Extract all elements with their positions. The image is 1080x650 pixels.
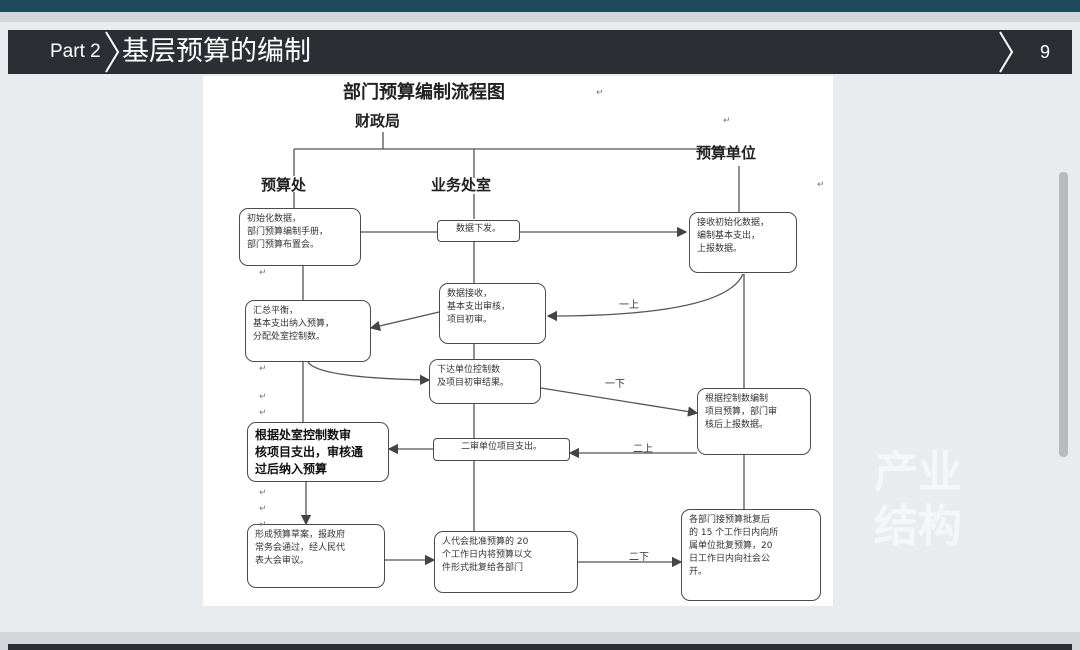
node-line: 编制基本支出， <box>697 231 761 241</box>
watermark-text: 产业 结构 <box>874 446 962 554</box>
node-line: 开。 <box>689 567 708 577</box>
node-line: 核项目支出，审核通 <box>255 445 364 459</box>
budget-unit-label: 预算单位 <box>696 144 757 162</box>
node-line: 个工作日内将预算以文 <box>442 550 533 560</box>
node-line: 形成预算草案，报政府 <box>255 530 346 540</box>
node-line: 件形式批复给各部门 <box>442 563 524 573</box>
node-line: 分配处室控制数。 <box>253 332 326 342</box>
node-line: 汇总平衡， <box>253 306 299 316</box>
review-project-node: 根据处室控制数审 核项目支出，审核通 过后纳入预算 <box>247 422 389 482</box>
node-line: 日工作日内向社会公 <box>689 554 771 564</box>
watermark-line: 结构 <box>874 501 962 552</box>
paragraph-mark-icon: ↵ <box>723 116 731 126</box>
business-office-label: 业务处室 <box>431 176 492 194</box>
next-slide-banner-edge <box>8 644 1072 650</box>
edge-label-first-up: 一上 <box>619 300 639 311</box>
node-line: 属单位批复预算，20 <box>689 541 773 551</box>
watermark-line: 产业 <box>874 447 962 498</box>
page-number: 9 <box>1039 42 1050 62</box>
data-issue-node: 数据下发。 <box>437 220 520 242</box>
title-banner <box>8 30 1072 74</box>
paragraph-mark-icon: ↵ <box>817 180 825 190</box>
node-line: 核后上报数据。 <box>705 420 769 430</box>
page-chevron-icon <box>999 31 1014 73</box>
node-line: 项目初审。 <box>447 315 493 325</box>
node-line: 根据控制数编制 <box>705 394 769 404</box>
part-chevron-icon <box>105 31 120 73</box>
summary-node: 汇总平衡， 基本支出纳入预算， 分配处室控制数。 <box>245 300 371 362</box>
node-line: 及项目初审结果。 <box>437 378 510 388</box>
edge-label-second-down: 二下 <box>629 552 649 563</box>
node-line: 部门预算布置会。 <box>247 240 320 250</box>
paragraph-mark-icon: ↵ <box>259 488 267 498</box>
flowchart-image: 部门预算编制流程图 财政局 预算处 业务处室 预算单位 初始化数据， 部门预算编… <box>203 76 833 606</box>
paragraph-mark-icon: ↵ <box>259 504 267 514</box>
node-line: 人代会批准预算的 20 <box>442 537 529 547</box>
node-line: 二审单位项目支出。 <box>460 442 542 452</box>
node-line: 部门预算编制手册， <box>247 227 329 237</box>
paragraph-mark-icon: ↵ <box>259 268 267 278</box>
vertical-scrollbar[interactable] <box>1059 172 1068 457</box>
node-line: 上报数据。 <box>697 244 743 254</box>
dept-reply-node: 各部门接预算批复后 的 15 个工作日内向所 属单位批复预算，20 日工作日内向… <box>681 509 821 601</box>
node-line: 常务会通过，经人民代 <box>255 543 346 553</box>
node-line: 初始化数据， <box>247 214 302 224</box>
node-line: 各部门接预算批复后 <box>689 515 771 525</box>
node-line: 接收初始化数据， <box>697 218 770 228</box>
node-line: 的 15 个工作日内向所 <box>689 528 779 538</box>
flowchart-connectors <box>293 132 745 568</box>
part-label: Part 2 <box>50 41 101 62</box>
receive-init-node: 接收初始化数据， 编制基本支出， 上报数据。 <box>689 212 797 273</box>
paragraph-mark-icon: ↵ <box>259 408 267 418</box>
node-line: 项目预算，部门审 <box>705 407 778 417</box>
top-strip-light <box>0 12 1080 22</box>
node-line: 数据接收， <box>447 289 493 299</box>
issue-control-node: 下达单位控制数 及项目初审结果。 <box>429 359 541 404</box>
node-line: 根据处室控制数审 <box>255 428 352 442</box>
data-receive-node: 数据接收， 基本支出审核， 项目初审。 <box>439 283 546 344</box>
paragraph-mark-icon: ↵ <box>259 392 267 402</box>
edge-label-first-down: 一下 <box>605 379 625 390</box>
node-line: 过后纳入预算 <box>255 462 328 476</box>
node-line: 数据下发。 <box>455 224 501 234</box>
node-line: 基本支出审核， <box>447 302 511 312</box>
second-review-node: 二审单位项目支出。 <box>433 438 570 461</box>
top-strip <box>0 0 1080 12</box>
paragraph-mark-icon: ↵ <box>259 520 267 530</box>
node-line: 基本支出纳入预算， <box>253 319 335 329</box>
init-node: 初始化数据， 部门预算编制手册， 部门预算布置会。 <box>239 208 361 266</box>
edge-label-second-up: 二上 <box>633 444 653 455</box>
paragraph-mark-icon: ↵ <box>259 364 267 374</box>
root-label: 财政局 <box>355 112 401 130</box>
paragraph-mark-icon: ↵ <box>596 88 604 98</box>
draft-node: 形成预算草案，报政府 常务会通过，经人民代 表大会审议。 <box>247 524 385 588</box>
compile-project-node: 根据控制数编制 项目预算，部门审 核后上报数据。 <box>697 388 811 455</box>
diagram-title: 部门预算编制流程图 <box>343 82 505 103</box>
page-title: 基层预算的编制 <box>122 36 311 67</box>
congress-node: 人代会批准预算的 20 个工作日内将预算以文 件形式批复给各部门 <box>434 531 578 593</box>
node-line: 表大会审议。 <box>255 556 310 566</box>
budget-office-label: 预算处 <box>261 176 307 194</box>
node-line: 下达单位控制数 <box>437 365 501 375</box>
